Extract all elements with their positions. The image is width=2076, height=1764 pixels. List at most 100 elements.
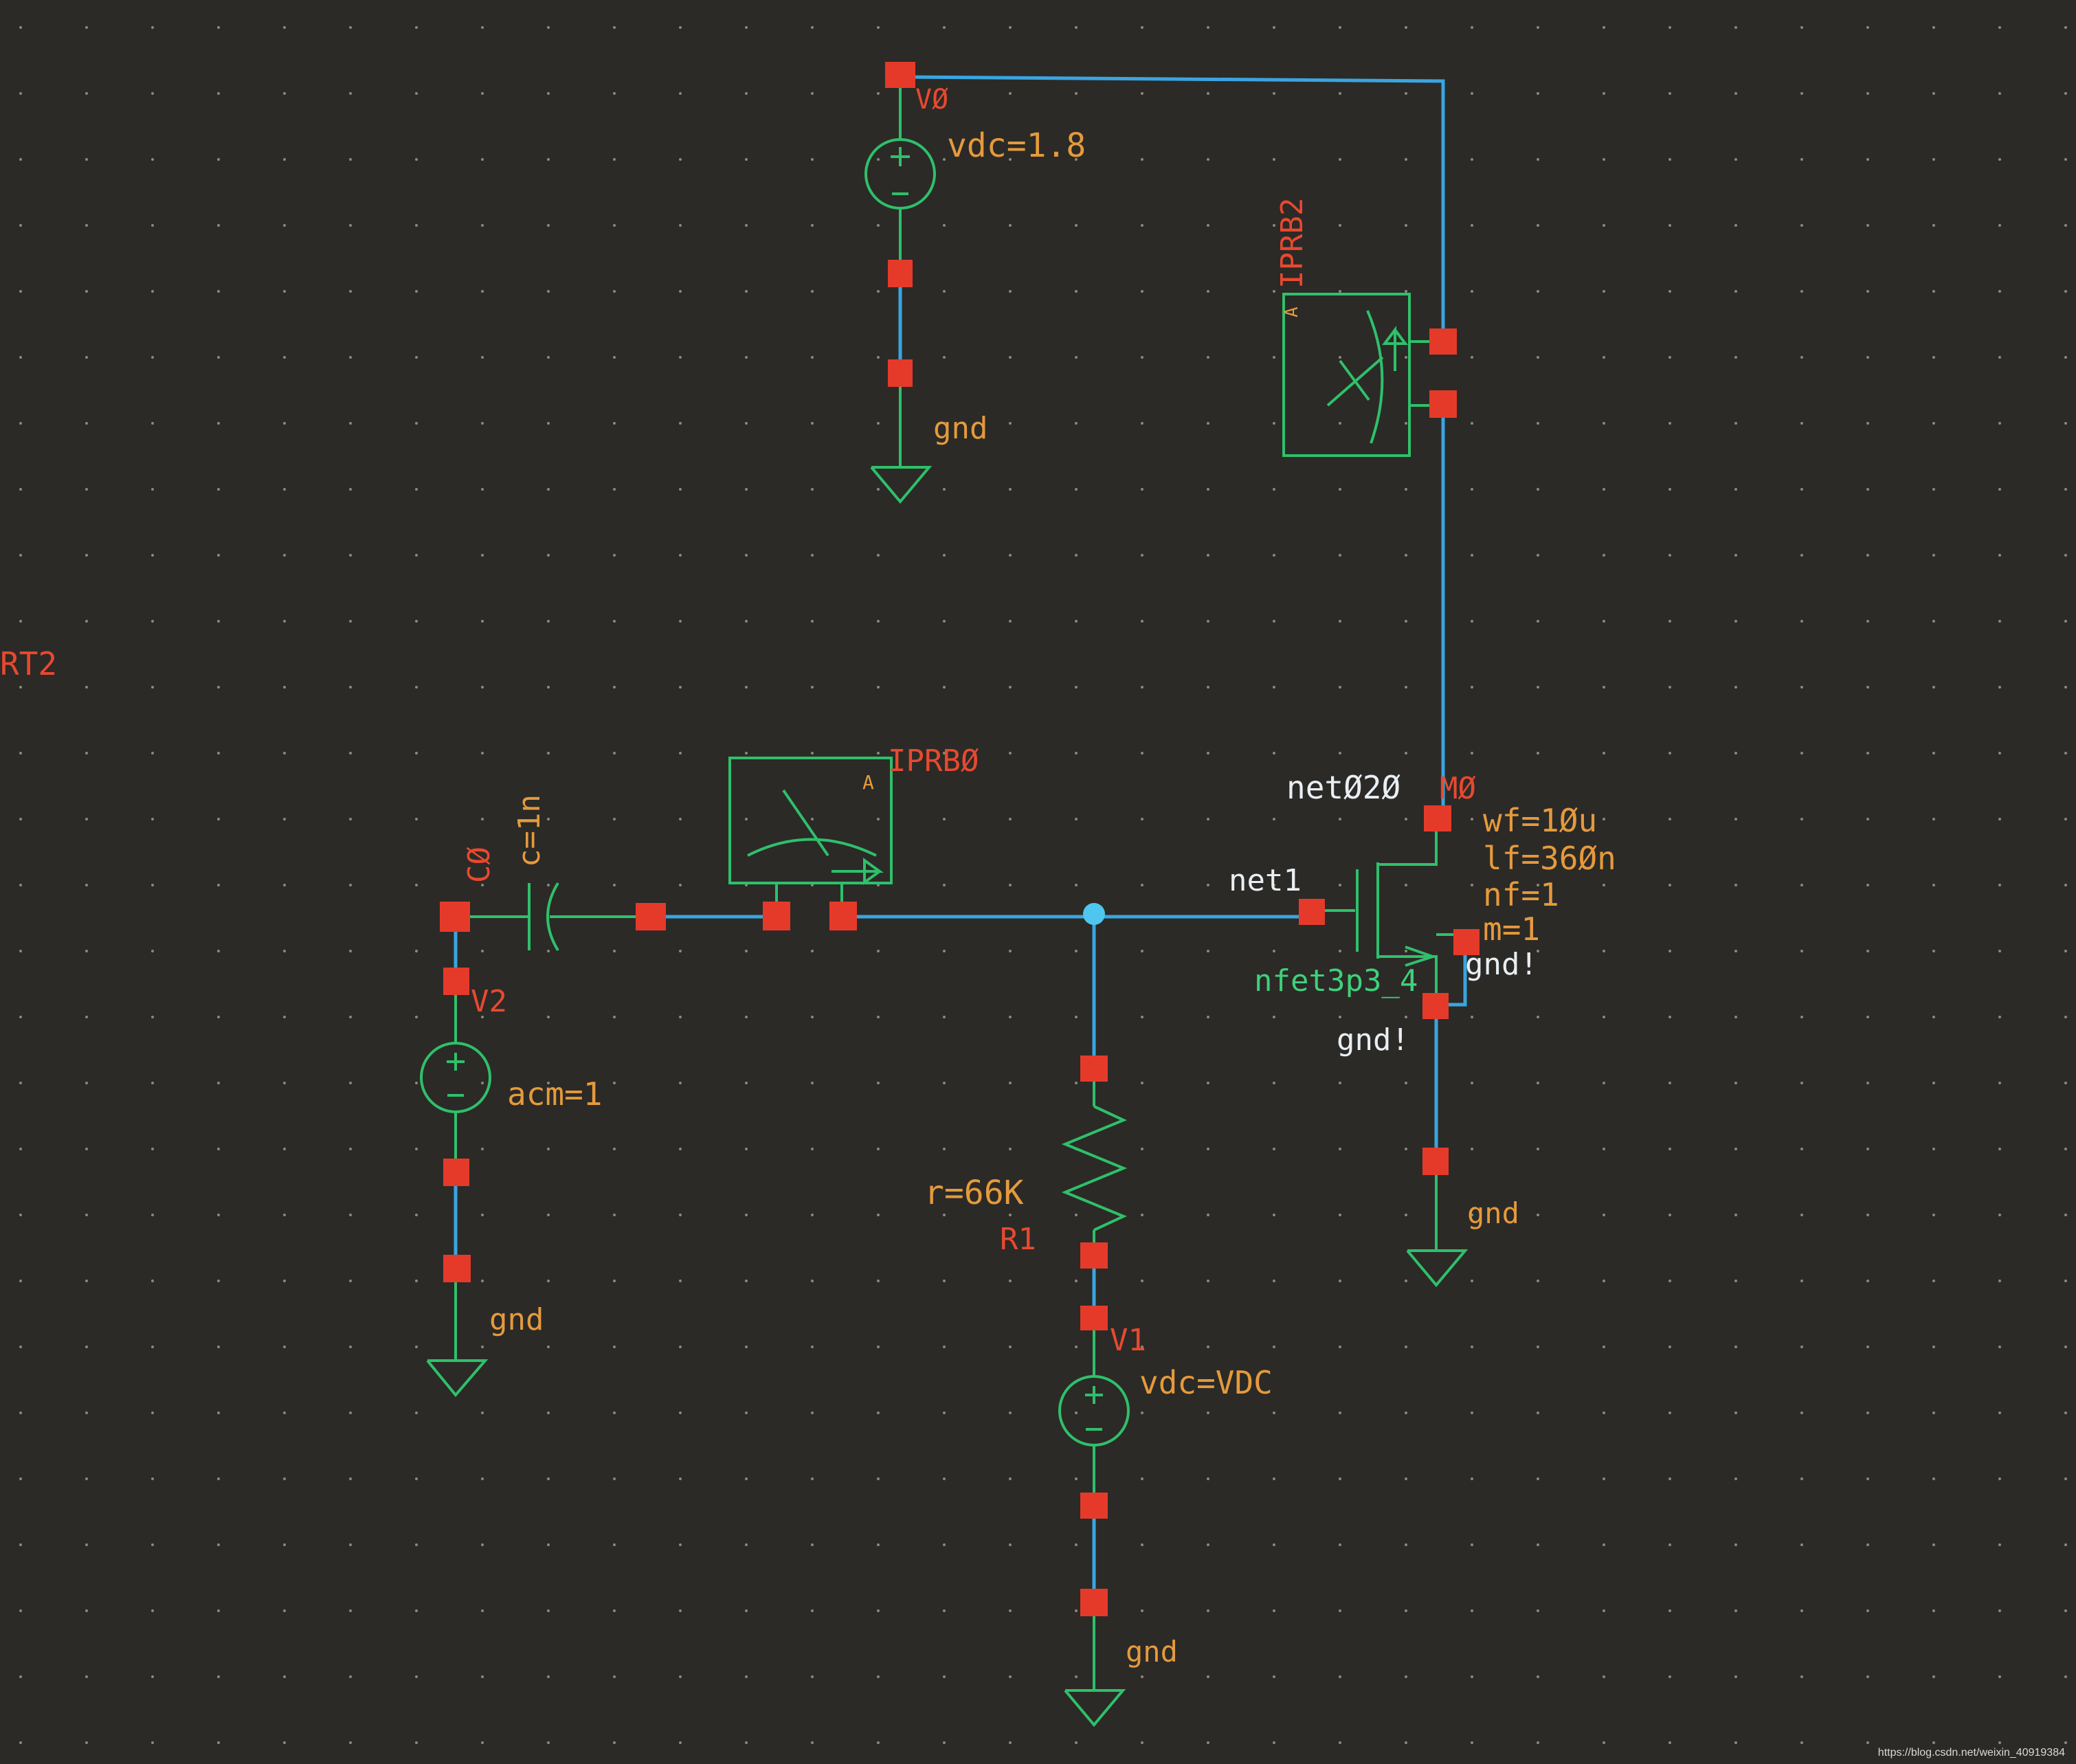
grid-dot (151, 1280, 154, 1282)
grid-dot (1471, 1346, 1473, 1348)
grid-dot (1009, 158, 1012, 161)
grid-dot (613, 224, 616, 227)
grid-dot (349, 1675, 352, 1678)
grid-dot (349, 1741, 352, 1744)
grid-dot (1603, 224, 1605, 227)
grid-dot (811, 686, 814, 689)
grid-dot (1141, 1280, 1143, 1282)
grid-dot (217, 752, 220, 755)
grid-dot (1339, 752, 1341, 755)
grid-dot (1141, 488, 1143, 491)
m0-nfet-symbol[interactable] (1319, 828, 1469, 1288)
grid-dot (1932, 818, 1935, 820)
grid-dot (613, 1477, 616, 1480)
grid-dot (2064, 1741, 2067, 1744)
grid-dot (217, 818, 220, 820)
grid-dot (1866, 884, 1869, 886)
grid-dot (1471, 290, 1473, 293)
grid-dot (547, 1411, 550, 1414)
grid-dot (1866, 1543, 1869, 1546)
grid-dot (1075, 26, 1078, 29)
grid-dot (1273, 554, 1275, 557)
grid-dot (1405, 620, 1407, 623)
grid-dot (1537, 818, 1539, 820)
grid-dot (283, 818, 286, 820)
grid-dot (1273, 1543, 1275, 1546)
grid-dot (679, 620, 682, 623)
grid-dot (283, 26, 286, 29)
grid-dot (1141, 356, 1143, 359)
grid-dot (679, 1543, 682, 1546)
v0-name: VØ (915, 84, 948, 115)
m0-gnd-label: gnd (1467, 1196, 1519, 1230)
grid-dot (1471, 1082, 1473, 1084)
grid-dot (1471, 818, 1473, 820)
grid-dot (1668, 1016, 1671, 1018)
grid-dot (85, 554, 88, 557)
grid-dot (1009, 1477, 1012, 1480)
grid-dot (1009, 488, 1012, 491)
grid-dot (2064, 1082, 2067, 1084)
grid-dot (481, 488, 484, 491)
grid-dot (1273, 92, 1275, 95)
grid-dot (1405, 422, 1407, 425)
grid-dot (613, 422, 616, 425)
m0-lf: lf=36Øn (1483, 840, 1616, 877)
grid-dot (1537, 356, 1539, 359)
grid-dot (1405, 818, 1407, 820)
grid-dot (1537, 1675, 1539, 1678)
grid-dot (1537, 92, 1539, 95)
grid-dot (1339, 1477, 1341, 1480)
grid-dot (877, 290, 880, 293)
grid-dot (1932, 422, 1935, 425)
grid-dot (151, 92, 154, 95)
grid-dot (1998, 1016, 2001, 1018)
grid-dot (1734, 1148, 1737, 1150)
grid-dot (85, 1016, 88, 1018)
grid-dot (1339, 1675, 1341, 1678)
c0-capacitor-symbol[interactable] (462, 882, 639, 952)
grid-dot (547, 1741, 550, 1744)
grid-dot (745, 1741, 748, 1744)
grid-dot (151, 488, 154, 491)
grid-dot (1603, 1346, 1605, 1348)
grid-dot (217, 1214, 220, 1216)
grid-dot (745, 356, 748, 359)
grid-dot (943, 1609, 946, 1612)
grid-dot (1405, 1280, 1407, 1282)
grid-dot (85, 1543, 88, 1546)
grid-dot (943, 422, 946, 425)
grid-dot (1668, 158, 1671, 161)
v1-source-symbol[interactable] (1058, 1326, 1130, 1728)
v2-source-symbol[interactable] (420, 990, 491, 1398)
grid-dot (1405, 950, 1407, 952)
grid-dot (547, 1675, 550, 1678)
grid-dot (1009, 224, 1012, 227)
grid-dot (2064, 1280, 2067, 1282)
grid-dot (1866, 92, 1869, 95)
grid-dot (1405, 752, 1407, 755)
v0-source-symbol[interactable] (864, 82, 936, 504)
grid-dot (1537, 1411, 1539, 1414)
grid-dot (745, 1280, 748, 1282)
grid-dot (1603, 818, 1605, 820)
grid-dot (1009, 1016, 1012, 1018)
grid-dot (1668, 1280, 1671, 1282)
grid-dot (1866, 752, 1869, 755)
grid-dot (1471, 1477, 1473, 1480)
grid-dot (217, 1016, 220, 1018)
grid-dot (1603, 26, 1605, 29)
r1-resistor-symbol[interactable] (1061, 1079, 1128, 1247)
grid-dot (1075, 752, 1078, 755)
iprb2-probe-symbol[interactable] (1282, 293, 1436, 457)
grid-dot (1603, 1543, 1605, 1546)
grid-dot (1141, 1214, 1143, 1216)
grid-dot (1668, 1741, 1671, 1744)
grid-dot (1932, 1082, 1935, 1084)
grid-dot (283, 356, 286, 359)
grid-dot (415, 26, 418, 29)
grid-dot (85, 92, 88, 95)
grid-dot (19, 1082, 22, 1084)
grid-dot (1405, 1214, 1407, 1216)
